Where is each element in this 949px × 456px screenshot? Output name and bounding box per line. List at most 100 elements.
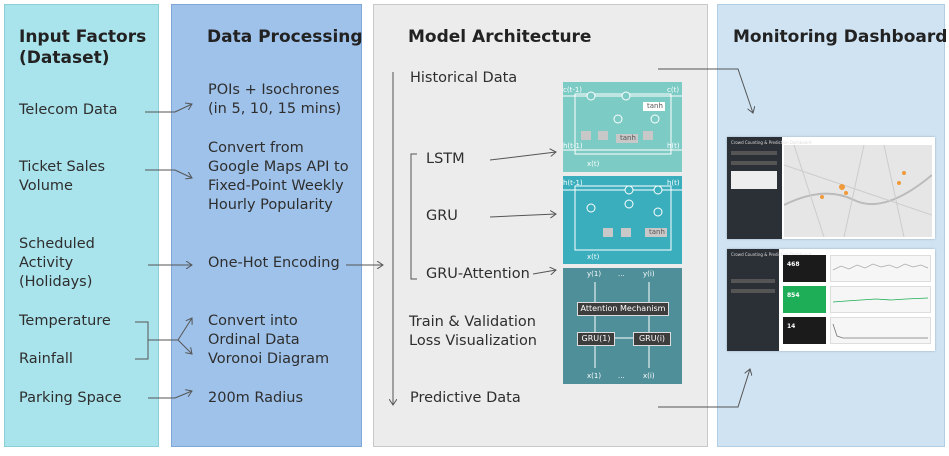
arrow-historical-to-dashboard: [658, 68, 753, 113]
lstm-forget-multiply: [586, 91, 596, 101]
chart-line-1: [832, 263, 929, 271]
gru-cell-svg: [563, 185, 682, 251]
gru-gate-r: [603, 228, 613, 237]
stat-card-1: 468: [783, 255, 826, 282]
lstm-c-next: c(t): [667, 86, 680, 94]
model-bracket: [410, 153, 417, 280]
lstm-input-multiply: [613, 114, 623, 124]
dashboard-map-title: Crowd Counting & Prediction Dashboard: [731, 140, 812, 145]
gru-tanh: tanh: [649, 228, 665, 236]
gru-h-next: h(t): [667, 179, 680, 187]
chart-panel-1-svg: [832, 263, 929, 271]
attention-xi: x(i): [643, 372, 655, 380]
model-train-validation: Train & Validation Loss Visualization: [409, 314, 538, 349]
stat-card-2-value: 854: [787, 292, 800, 299]
attention-dots-bottom: ...: [618, 372, 625, 380]
dashboard-map-control-1: [731, 151, 777, 155]
input-scheduled-activity: Scheduled Activity (Holidays): [19, 236, 95, 290]
chart-panel-2-svg: [832, 297, 929, 303]
arrow-gru-to-panel: [489, 214, 556, 217]
lstm-x: x(t): [587, 160, 600, 168]
map-hotspot-3: [820, 195, 824, 199]
data-processing-column: [171, 4, 362, 447]
gru-one-minus: [624, 199, 634, 209]
lstm-h-next: h(t): [667, 142, 680, 150]
arrow-attention-to-panel: [532, 270, 556, 274]
input-ticket-sales: Ticket Sales Volume: [19, 159, 106, 194]
dashboard-stats-title: Crowd Counting & Prediction Dashboard: [731, 252, 812, 257]
input-temperature: Temperature: [19, 313, 111, 329]
input-parking-space: Parking Space: [19, 390, 122, 406]
stat-card-1-value: 468: [787, 261, 800, 268]
arrow-to-voronoi: [177, 339, 192, 354]
dashboard-stats-screenshot: Crowd Counting & Prediction Dashboard 46…: [727, 249, 935, 351]
arrow-tickets-to-gmaps: [145, 169, 192, 178]
model-architecture-title: Model Architecture: [408, 27, 592, 47]
stat-card-3: 14: [783, 317, 826, 344]
lstm-gate-1: [581, 131, 591, 140]
dashboard-map-control-3: [731, 171, 777, 189]
arrow-parking-to-radius: [148, 391, 192, 399]
attention-mechanism-box: Attention Mechanism: [577, 302, 669, 316]
gru-multiply-1: [624, 185, 634, 195]
lstm-cell-svg: [563, 91, 682, 155]
gru-add: [653, 185, 663, 195]
gru-h-prev: h(t-1): [563, 179, 583, 187]
gru-x: x(t): [587, 253, 600, 261]
attention-x1: x(1): [587, 372, 602, 380]
attention-yi: y(i): [643, 270, 655, 278]
model-gru-attention: GRU-Attention: [426, 266, 530, 282]
dashboard-stats-sidebar: [727, 249, 779, 351]
gru-cell-box: [574, 185, 672, 251]
map-hotspot-2: [844, 191, 848, 195]
dashboard-stats-control-2: [731, 289, 775, 293]
lstm-gate-4: [643, 131, 653, 140]
chart-panel-1: [830, 255, 931, 282]
chart-panel-3: [830, 317, 931, 344]
model-gru: GRU: [426, 208, 458, 224]
lstm-add-node: [621, 91, 631, 101]
gru-i-box: GRU(i): [633, 332, 671, 346]
chart-line-3: [832, 323, 928, 339]
stat-card-3-value: 14: [787, 323, 796, 330]
gru-cell-diagram: tanh h(t-1) h(t) x(t): [563, 176, 682, 264]
arrow-telecom-to-pois: [145, 104, 192, 113]
map-roads: [784, 145, 932, 237]
lstm-tanh-2: tanh: [620, 134, 636, 142]
bracket-temp-rainfall: [135, 321, 149, 360]
lstm-gate-2: [598, 131, 608, 140]
map-river: [784, 174, 932, 206]
input-factors-title: Input Factors (Dataset): [19, 27, 147, 68]
arrow-lstm-to-panel: [489, 152, 556, 161]
model-predictive-data: Predictive Data: [410, 390, 521, 406]
map-hotspot-1: [839, 184, 845, 190]
gru-reset-multiply: [586, 203, 596, 213]
proc-ordinal-voronoi: Convert into Ordinal Data Voronoi Diagra…: [208, 313, 330, 367]
gru-gate-z: [621, 228, 631, 237]
proc-google-maps: Convert from Google Maps API to Fixed-Po…: [208, 140, 349, 213]
map-hotspot-5: [902, 171, 906, 175]
dashboard-stats-control-1: [731, 279, 775, 283]
gru-attention-diagram: Attention Mechanism GRU(1) GRU(i) y(1) y…: [563, 268, 682, 384]
monitoring-dashboard-title: Monitoring Dashboard: [733, 27, 948, 47]
chart-line-2: [832, 297, 929, 303]
model-historical-data: Historical Data: [410, 70, 518, 86]
gru-1-box: GRU(1): [577, 332, 615, 346]
chart-panel-2: [830, 286, 931, 313]
data-processing-title: Data Processing: [207, 27, 363, 47]
lstm-tanh-1: tanh: [647, 102, 663, 110]
model-lstm: LSTM: [426, 151, 465, 167]
chart-panel-3-svg: [832, 323, 928, 339]
input-telecom-data: Telecom Data: [19, 102, 118, 118]
arrow-to-ordinal: [177, 318, 192, 341]
gru-tanh-gate: [645, 228, 667, 237]
input-rainfall: Rainfall: [19, 351, 73, 367]
dashboard-map-screenshot: Crowd Counting & Prediction Dashboard: [727, 137, 935, 239]
dashboard-map-area: [784, 145, 932, 237]
lstm-tanh-gate: [616, 134, 638, 143]
proc-pois-isochrones: POIs + Isochrones (in 5, 10, 15 mins): [208, 82, 342, 117]
input-factors-column: [4, 4, 159, 447]
lstm-cell-diagram: tanh tanh c(t-1) c(t) h(t-1) h(t) x(t): [563, 82, 682, 172]
arrow-predictive-to-dashboard: [658, 369, 750, 408]
